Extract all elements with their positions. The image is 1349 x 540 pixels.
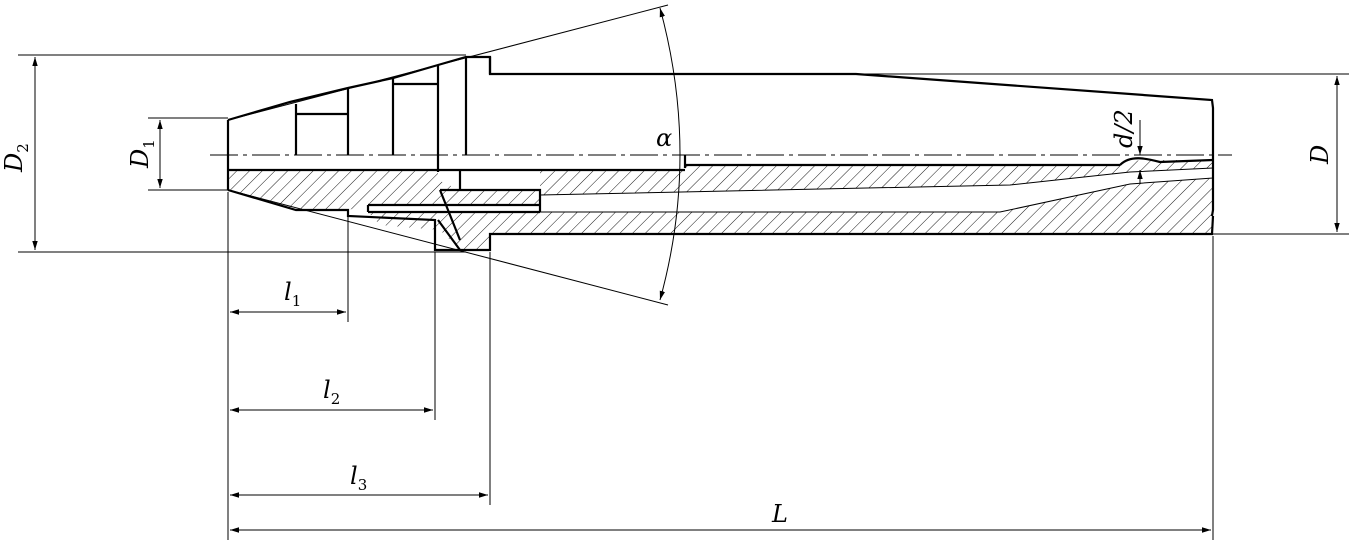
label-D2: D2 bbox=[0, 143, 32, 173]
label-d-half: d/2 bbox=[1110, 109, 1138, 148]
label-l2: l2 bbox=[323, 376, 340, 408]
svg-text:D: D bbox=[1306, 145, 1334, 165]
svg-text:d/2: d/2 bbox=[1110, 109, 1138, 148]
label-l3: l3 bbox=[350, 462, 367, 494]
label-l1: l1 bbox=[284, 278, 301, 310]
label-alpha: α bbox=[656, 124, 672, 152]
svg-text:D1: D1 bbox=[126, 139, 158, 169]
label-L: L bbox=[771, 500, 788, 528]
section-hatching bbox=[228, 157, 1214, 251]
dimension-lines bbox=[32, 57, 1340, 533]
extension-lines bbox=[18, 54, 1349, 540]
label-D1: D1 bbox=[126, 139, 158, 169]
label-D: D bbox=[1306, 145, 1334, 165]
svg-text:D2: D2 bbox=[0, 143, 32, 173]
cone-angle bbox=[227, 4, 681, 306]
